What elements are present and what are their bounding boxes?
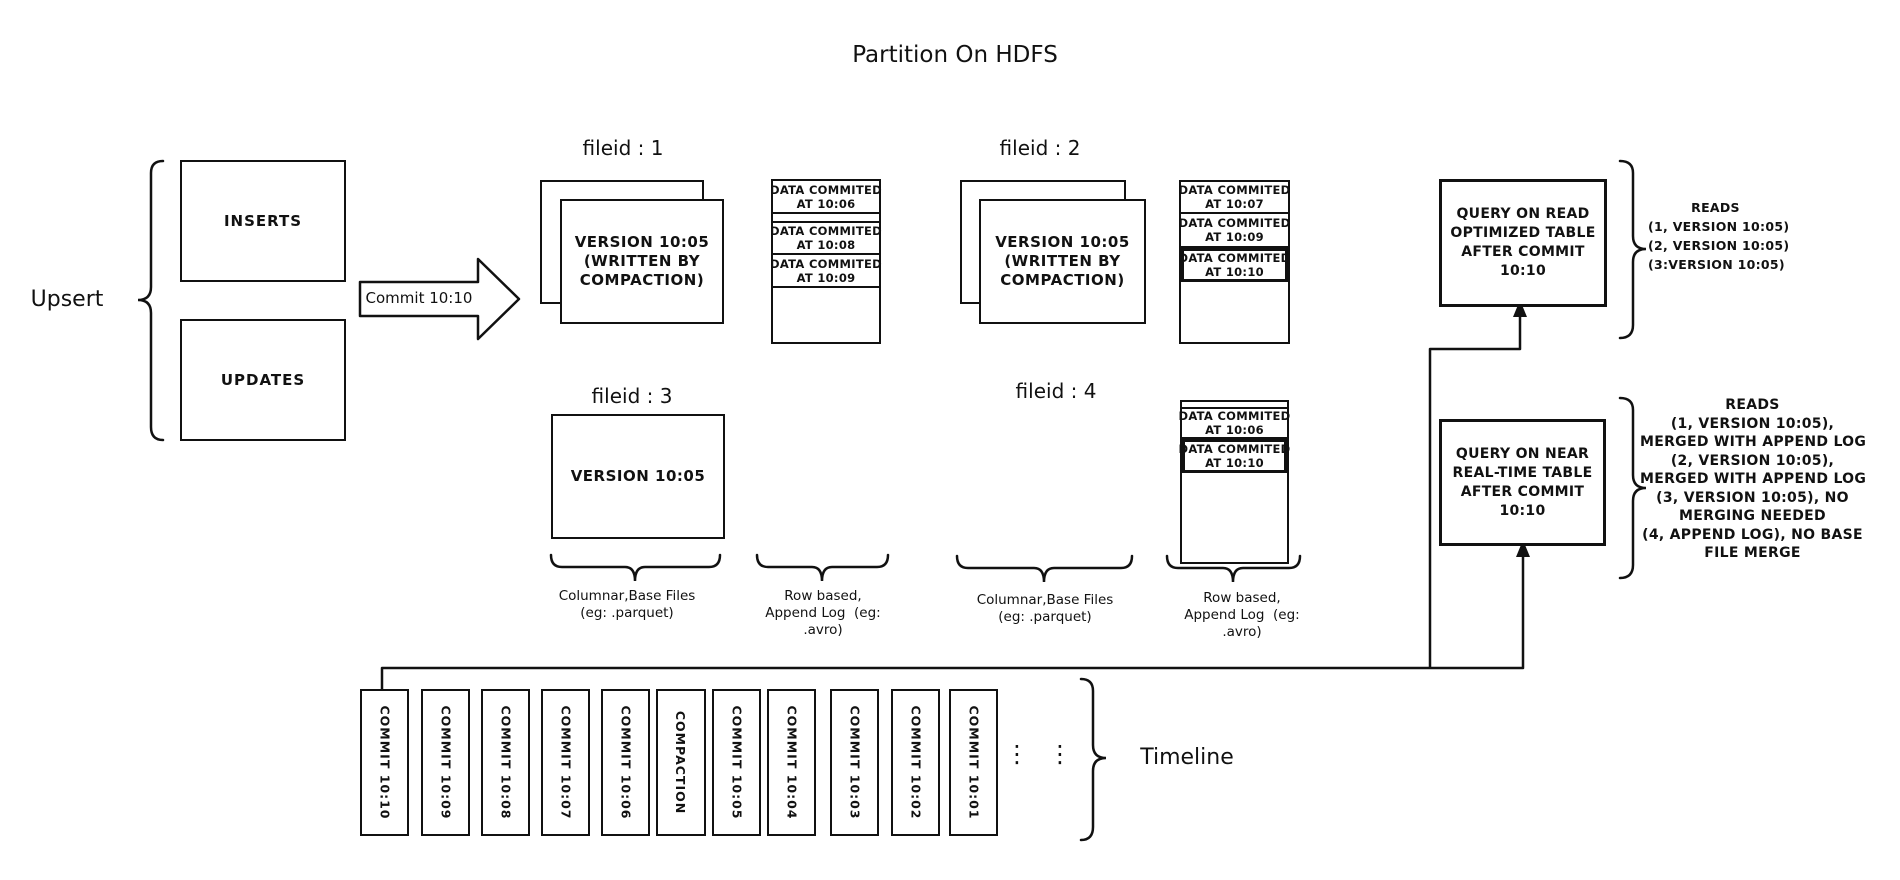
- inserts-box: INSERTS: [180, 160, 346, 282]
- timeline-commit-label: COMMIT 10:07: [558, 705, 573, 820]
- log-cell-latest: DATA COMMITED AT 10:10: [1179, 439, 1290, 473]
- fileid-3-label: fileid : 3: [591, 384, 673, 408]
- append-log-stack-2: DATA COMMITED AT 10:07 DATA COMMITED AT …: [1179, 180, 1290, 344]
- log-cell: DATA COMMITED AT 10:09: [770, 255, 882, 288]
- row-based-append-log-label-1: Row based, Append Log (eg: .avro): [765, 588, 881, 638]
- timeline-commit-10-02: COMMIT 10:02: [891, 689, 940, 836]
- arrowhead-near-real-time-icon: [1516, 540, 1530, 557]
- row-based-append-log-label-2: Row based, Append Log (eg: .avro): [1184, 590, 1300, 640]
- commit-arrow-shape: [358, 257, 521, 341]
- log-cell: DATA COMMITED AT 10:07: [1179, 182, 1290, 214]
- page-title: Partition On HDFS: [852, 42, 1058, 68]
- timeline-commit-label: COMMIT 10:09: [438, 705, 453, 820]
- arrowhead-read-optimized-icon: [1513, 300, 1527, 317]
- timeline-label: Timeline: [1140, 745, 1234, 770]
- timeline-commit-10-07: COMMIT 10:07: [541, 689, 590, 836]
- log-cell: DATA COMMITED AT 10:06: [1178, 409, 1291, 439]
- log-cell: DATA COMMITED AT 10:08: [770, 223, 882, 255]
- log-cell: DATA COMMITED AT 10:06: [770, 181, 882, 214]
- fileid-4-label: fileid : 4: [1015, 379, 1097, 403]
- timeline-commit-label: COMMIT 10:06: [618, 705, 633, 820]
- timeline-ellipsis-icon: ⋮: [1048, 740, 1072, 768]
- fileid-2-label: fileid : 2: [999, 136, 1081, 160]
- fileid-1-label: fileid : 1: [582, 136, 664, 160]
- timeline-commit-10-03: COMMIT 10:03: [830, 689, 879, 836]
- timeline-brace: [1079, 677, 1107, 842]
- timeline-commit-10-06: COMMIT 10:06: [601, 689, 650, 836]
- timeline-commit-10-10: COMMIT 10:10: [360, 689, 409, 836]
- reads-near-real-time-text: READS (1, VERSION 10:05), MERGED WITH AP…: [1640, 397, 1867, 561]
- fileid-2-base-file: VERSION 10:05 (WRITTEN BY COMPACTION): [979, 199, 1146, 324]
- upsert-label: Upsert: [30, 287, 104, 312]
- timeline-commit-label: COMMIT 10:04: [784, 705, 799, 820]
- updates-box: UPDATES: [180, 319, 346, 441]
- upsert-brace: [137, 159, 165, 442]
- append-log-stack-1: DATA COMMITED AT 10:06 DATA COMMITED AT …: [770, 179, 882, 344]
- timeline-commit-label: COMMIT 10:03: [847, 705, 862, 820]
- timeline-commit-label: COMMIT 10:02: [908, 705, 923, 820]
- timeline-ellipsis-icon: ⋮: [1005, 740, 1029, 768]
- timeline-commit-label: COMMIT 10:08: [498, 705, 513, 820]
- query-read-optimized-box: QUERY ON READ OPTIMIZED TABLE AFTER COMM…: [1439, 179, 1607, 307]
- underbrace-columnar-1: [549, 553, 722, 582]
- columnar-base-files-label-1: Columnar,Base Files (eg: .parquet): [558, 588, 696, 621]
- timeline-commit-label: COMMIT 10:01: [966, 705, 981, 820]
- log-strip: [1182, 402, 1287, 409]
- timeline-compaction-label: COMPACTION: [673, 710, 689, 815]
- timeline-commit-10-01: COMMIT 10:01: [949, 689, 998, 836]
- fileid-3-base-file: VERSION 10:05: [551, 414, 725, 539]
- timeline-commit-10-08: COMMIT 10:08: [481, 689, 530, 836]
- connector-to-read-optimized: [1428, 308, 1522, 668]
- reads-read-optimized-text: READS (1, VERSION 10:05) (2, VERSION 10:…: [1648, 200, 1790, 272]
- commit-arrow-label: Commit 10:10: [365, 289, 473, 307]
- underbrace-rowbased-1: [755, 553, 890, 582]
- reads-brace-2: [1618, 396, 1647, 580]
- log-cell: DATA COMMITED AT 10:09: [1179, 214, 1290, 248]
- underbrace-columnar-2: [955, 554, 1134, 583]
- timeline-commit-10-09: COMMIT 10:09: [421, 689, 470, 836]
- timeline-commit-label: COMMIT 10:05: [729, 705, 744, 820]
- fileid-1-base-file: VERSION 10:05 (WRITTEN BY COMPACTION): [560, 199, 724, 324]
- timeline-commit-label: COMMIT 10:10: [377, 705, 392, 820]
- columnar-base-files-label-2: Columnar,Base Files (eg: .parquet): [976, 592, 1114, 625]
- timeline-commit-10-05: COMMIT 10:05: [712, 689, 761, 836]
- timeline-commit-10-04: COMMIT 10:04: [767, 689, 816, 836]
- append-log-stack-3: DATA COMMITED AT 10:06 DATA COMMITED AT …: [1178, 400, 1291, 564]
- underbrace-rowbased-2: [1165, 554, 1302, 583]
- timeline-line: [380, 548, 1525, 689]
- log-gap: [773, 214, 879, 223]
- log-cell-latest: DATA COMMITED AT 10:10: [1179, 248, 1290, 282]
- query-near-real-time-box: QUERY ON NEAR REAL-TIME TABLE AFTER COMM…: [1439, 419, 1606, 546]
- timeline-compaction: COMPACTION: [656, 689, 706, 836]
- reads-brace-1: [1618, 159, 1647, 340]
